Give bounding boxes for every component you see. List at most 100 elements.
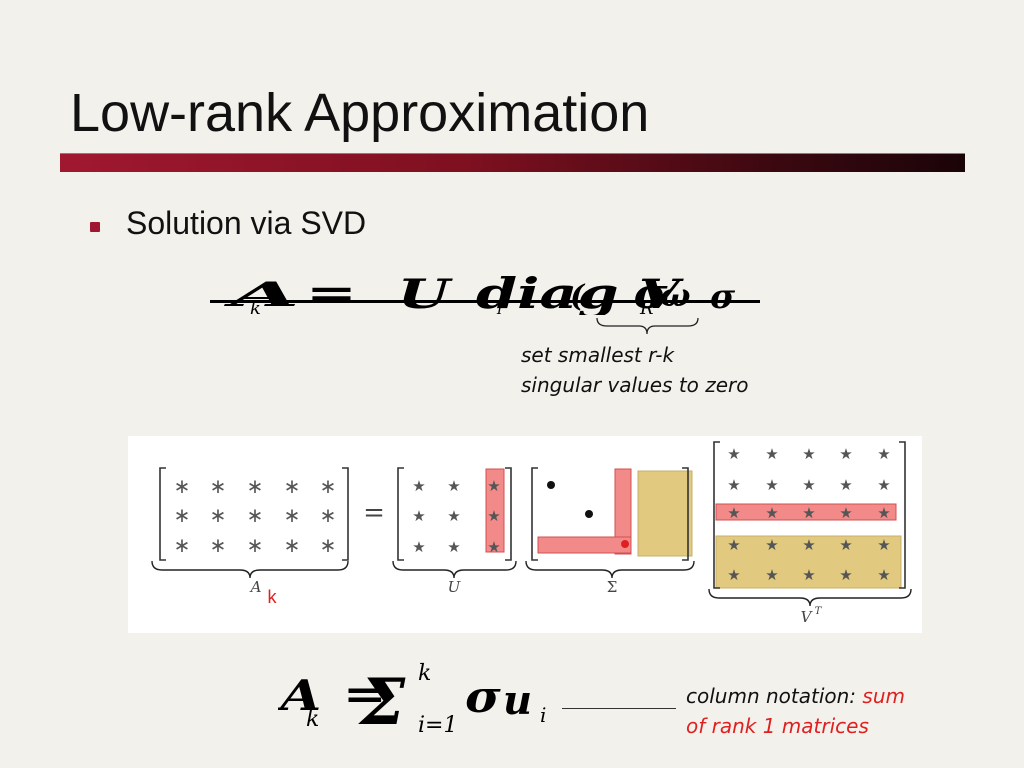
matrix-a (159, 467, 349, 561)
u-highlight-column (485, 468, 505, 553)
svg-text:★: ★ (727, 445, 740, 463)
title-divider-bar (60, 153, 965, 172)
svg-text:∗: ∗ (210, 503, 227, 527)
svg-text:∗: ∗ (210, 533, 227, 557)
svg-text:★: ★ (447, 477, 460, 495)
svg-text:σ: σ (465, 671, 502, 722)
matrix-a-entries: ∗∗∗∗∗ ∗∗∗∗∗ ∗∗∗∗∗ (174, 474, 337, 557)
svg-text:=: = (306, 270, 357, 315)
svg-text:k: k (418, 662, 431, 686)
svg-text:∗: ∗ (174, 474, 191, 498)
svg-text:Σ: Σ (358, 665, 406, 734)
svd-equation-image: A = U diag V ( σ ω σ k T R (210, 270, 760, 315)
label-sigma: Σ (607, 578, 618, 596)
matrix-vt-underbrace (708, 588, 912, 607)
column-notation-note: column notation: sum of rank 1 matrices (686, 684, 905, 738)
svg-text:(: ( (570, 279, 586, 314)
svg-text:★: ★ (877, 476, 890, 494)
svg-text:★: ★ (877, 504, 890, 522)
underbrace-icon (596, 317, 699, 335)
svg-text:★: ★ (802, 566, 815, 584)
vt-zeroed-block (715, 535, 902, 589)
svg-text:★: ★ (412, 477, 425, 495)
label-a: A (249, 578, 262, 596)
svg-text:★: ★ (765, 476, 778, 494)
svg-text:∗: ∗ (174, 503, 191, 527)
svg-text:∗: ∗ (174, 533, 191, 557)
svg-text:★: ★ (727, 476, 740, 494)
svg-text:★: ★ (727, 536, 740, 554)
svg-text:★: ★ (727, 504, 740, 522)
svg-text:∗: ∗ (210, 474, 227, 498)
matrix-u-underbrace (392, 560, 517, 579)
slide-title: Low-rank Approximation (70, 83, 650, 143)
zero-singular-values-note: set smallest r-k singular values to zero (521, 343, 749, 397)
svg-text:★: ★ (412, 507, 425, 525)
svg-text:i=1: i=1 (418, 713, 457, 734)
svg-text:★: ★ (839, 536, 852, 554)
svg-text:u: u (503, 677, 532, 724)
svg-text:★: ★ (802, 536, 815, 554)
bullet-text: Solution via SVD (126, 205, 367, 241)
vt-highlight-row (715, 503, 897, 521)
svg-text:∗: ∗ (320, 533, 337, 557)
svd-diagram: ∗∗∗∗∗ ∗∗∗∗∗ ∗∗∗∗∗ A k = ★★★ ★★★ ★★★ U (128, 436, 922, 633)
matrix-vt-entries: ★★★★★ ★★★★★ ★★★★★ ★★★★★ ★★★★★ (727, 445, 890, 584)
label-v: V (801, 608, 814, 626)
svg-text:★: ★ (487, 477, 500, 495)
svg-text:i: i (540, 703, 546, 727)
label-v-superscript: T (815, 606, 823, 617)
equals-sign: = (363, 498, 385, 528)
matrix-vt (713, 441, 906, 589)
label-a-subscript: k (268, 587, 278, 607)
column-sum-equation-image: A = Σ σ u k k i=1 i (278, 662, 546, 734)
svg-text:★: ★ (877, 566, 890, 584)
svg-text:★: ★ (877, 445, 890, 463)
svg-text:∗: ∗ (320, 474, 337, 498)
svg-text:∗: ∗ (247, 533, 264, 557)
svg-text:A: A (223, 274, 300, 314)
svg-text:ω: ω (660, 276, 690, 314)
svg-text:V: V (639, 270, 684, 315)
matrix-sigma-entries (547, 481, 629, 548)
svg-text:★: ★ (802, 476, 815, 494)
sigma-zeroed-block (637, 470, 693, 557)
matrix-u-entries: ★ ★ ★ ★ ★ ★ ★ ★ ★ (412, 477, 500, 556)
sigma-highlight-row (537, 536, 632, 554)
svg-text:k: k (306, 707, 319, 732)
annotation-pointer-line (562, 708, 676, 709)
svg-text:★: ★ (802, 445, 815, 463)
svg-text:σ: σ (710, 277, 736, 315)
svg-text:A: A (278, 671, 321, 720)
svg-text:★: ★ (802, 504, 815, 522)
svg-text:σ: σ (634, 270, 669, 315)
matrix-u (397, 467, 512, 561)
svg-text:T: T (495, 302, 506, 315)
sigma-highlight-column (614, 468, 632, 555)
svg-text:★: ★ (487, 538, 500, 556)
svg-text:★: ★ (765, 536, 778, 554)
svg-text:∗: ∗ (320, 503, 337, 527)
svg-text:★: ★ (765, 504, 778, 522)
square-bullet-icon (90, 222, 100, 232)
svg-text:∗: ∗ (284, 533, 301, 557)
svg-text:★: ★ (839, 445, 852, 463)
svg-text:k: k (250, 298, 261, 315)
svg-text:★: ★ (412, 538, 425, 556)
svg-text:★: ★ (765, 566, 778, 584)
svg-text:★: ★ (447, 507, 460, 525)
svg-text:★: ★ (447, 538, 460, 556)
matrix-sigma-underbrace (525, 560, 695, 579)
svg-text:★: ★ (877, 536, 890, 554)
svg-text:★: ★ (727, 566, 740, 584)
label-u: U (448, 578, 462, 596)
svg-text:diag: diag (476, 270, 619, 315)
svg-text:★: ★ (839, 566, 852, 584)
svg-text:★: ★ (839, 476, 852, 494)
svg-text:∗: ∗ (284, 503, 301, 527)
svg-text:★: ★ (839, 504, 852, 522)
svd-diagram-canvas: ∗∗∗∗∗ ∗∗∗∗∗ ∗∗∗∗∗ A k = ★★★ ★★★ ★★★ U (151, 441, 912, 626)
svg-text:=: = (343, 670, 387, 717)
svg-text:★: ★ (487, 507, 500, 525)
matrix-a-underbrace (151, 560, 349, 579)
